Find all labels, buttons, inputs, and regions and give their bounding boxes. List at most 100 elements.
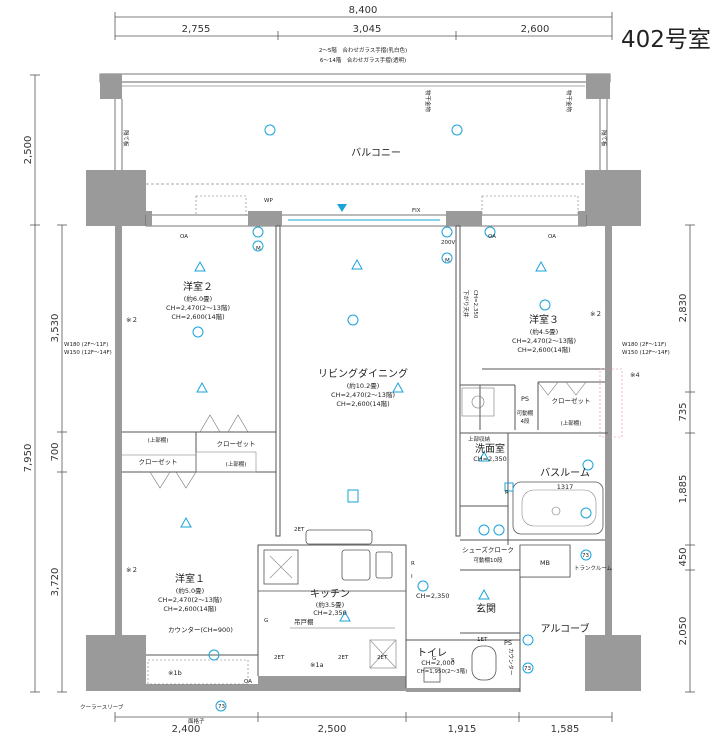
- oa-label-2: OA: [488, 234, 496, 240]
- hoshi-kanamono-2: 物干金物: [565, 90, 573, 113]
- toilet-ch1: CH=2,000: [421, 659, 454, 667]
- balcony-note-2: 6～14階 合わせガラス手摺(透明): [320, 56, 406, 64]
- smoke-detector-icon: [522, 634, 534, 646]
- western2-name: 洋室２: [183, 280, 213, 293]
- bath-fixtures: [461, 387, 604, 535]
- western1-size: (約5.0畳): [176, 586, 204, 595]
- interior-walls: [122, 225, 608, 692]
- dim-bottom-2: 2,500: [318, 724, 347, 735]
- n73-label-3: 73: [524, 666, 531, 672]
- dim-right-4: 450: [678, 547, 689, 566]
- n73-label-2: 73: [218, 704, 225, 710]
- note2-a: ※２: [126, 316, 138, 324]
- toilet-counter: カウンター: [507, 648, 515, 676]
- w-left-1: W180 (2F～11F): [64, 342, 108, 348]
- w-right-1: W180 (2F～11F): [622, 342, 666, 348]
- r-label-1: R: [411, 561, 415, 567]
- shoes-cloak: シューズクローク: [462, 545, 514, 554]
- closet-western3: クローゼット: [552, 396, 591, 405]
- light-icon: [180, 516, 192, 528]
- movable-shelf: 可動棚: [517, 409, 534, 417]
- room-western1: 洋室１ (約5.0畳) CH=2,470(2～13階) CH=2,600(14階…: [158, 572, 222, 613]
- mb-label: MB: [540, 559, 550, 567]
- living-name: リビングダイニング: [318, 367, 408, 380]
- room-washroom: 洗面室 CH=2,350 上部収納: [468, 435, 507, 463]
- outlet-icon: [441, 252, 453, 264]
- dim-left-1: 3,530: [50, 314, 61, 343]
- shoes-cloak-sub: 可動棚10段: [474, 556, 503, 564]
- room-kitchen: キッチン (約3.5畳) CH=2,350 吊戸棚: [294, 588, 350, 626]
- toilet-fixture: [423, 645, 497, 683]
- lattice-label: 面格子: [188, 717, 205, 725]
- smoke-detector-icon: [539, 299, 551, 311]
- intercom-icon: [347, 489, 359, 503]
- western3-ch1: CH=2,470(2～13階): [512, 336, 576, 345]
- v200-label: 200V: [441, 240, 455, 246]
- balcony-note-1: 2～5階 合わせガラス手摺(乳白色): [319, 46, 407, 54]
- bathroom-size: 1317: [557, 483, 574, 491]
- onet-label: 1ET: [477, 637, 488, 643]
- dim-left-2: 700: [50, 442, 61, 461]
- closet-western3-shelf: (上部棚): [561, 419, 582, 427]
- living-ch2: CH=2,600(14階): [336, 399, 389, 408]
- dim-right-2: 735: [678, 402, 689, 421]
- smoke-detector-icon: [347, 314, 359, 326]
- closet-western1: クローゼット: [139, 457, 178, 466]
- western3-size: (約4.5畳): [530, 327, 558, 336]
- cooler-sleeve: クーラースリーブ: [80, 703, 124, 711]
- wp-label: WP: [264, 198, 273, 204]
- washroom-ch: CH=2,350: [473, 455, 506, 463]
- western2-size: (約6.0畳): [184, 294, 212, 303]
- outlet-icon: [252, 240, 264, 252]
- m-label-2: M: [445, 258, 450, 264]
- western1-ch1: CH=2,470(2～13階): [158, 595, 222, 604]
- outlet-icon: [252, 226, 264, 238]
- ps-label-1: PS: [521, 395, 529, 403]
- dim-top-2: 3,045: [353, 24, 382, 35]
- column-top-left: [86, 170, 146, 226]
- note1a: ※1a: [310, 661, 324, 669]
- closet-western2-upper-shelf: (上部棚): [226, 460, 247, 468]
- light-icon: [392, 381, 404, 393]
- r-label-2: R: [505, 490, 509, 496]
- light-icon: [478, 450, 490, 462]
- bath-controller-icon: [580, 507, 592, 519]
- light-icon: [535, 260, 547, 272]
- light-icon: [339, 610, 351, 622]
- western1-ch2: CH=2,600(14階): [163, 604, 216, 613]
- smoke-detector-icon: [417, 580, 429, 592]
- pipe-space-dash: [599, 368, 623, 438]
- trunk-room: トランクルーム: [574, 565, 613, 572]
- n73-label-1: 73: [582, 553, 589, 559]
- washroom-name: 洗面室: [475, 442, 505, 455]
- kitchen-name: キッチン: [310, 588, 350, 600]
- outlet-icon: [215, 700, 227, 712]
- bathroom-name: バスルーム: [540, 467, 590, 479]
- dim-top-1: 2,755: [182, 24, 211, 35]
- partition-right: 隔て板: [600, 130, 608, 147]
- light-icon: [478, 588, 490, 600]
- living-ch1: CH=2,470(2～13階): [331, 390, 395, 399]
- ceiling-down: 下がり天井: [462, 290, 470, 318]
- room-toilet: トイレ CH=2,000 CH=1,950(2～3階) カウンター: [417, 648, 515, 676]
- dim-right-3: 1,885: [678, 475, 689, 504]
- g-label-2: G: [432, 656, 436, 662]
- dim-right-5: 2,050: [678, 617, 689, 646]
- walls: FIX WP: [86, 170, 641, 692]
- dim-bottom-4: 1,585: [551, 724, 580, 735]
- note2-b: ※２: [590, 310, 602, 318]
- western1-name: 洋室１: [175, 572, 205, 585]
- balcony-label: バルコニー: [351, 147, 401, 159]
- alcove-name: アルコーブ: [540, 622, 589, 635]
- kitchen-fixtures: [257, 529, 407, 669]
- closet-western2: [122, 414, 249, 489]
- dim-top-total: 8,400: [349, 5, 378, 16]
- upper-storage: 上部収納: [468, 435, 491, 443]
- balcony: 2～5階 合わせガラス手摺(乳白色) 6～14階 合わせガラス手摺(透明) バル…: [99, 46, 611, 185]
- toilet-name: トイレ: [417, 648, 447, 659]
- icon-labels: OA OA OA OA 200V G G R R I M M 1ET 2ET 2…: [180, 234, 589, 710]
- closet-upper-shelf-left: (上部棚): [148, 436, 169, 444]
- column-bottom-right: [585, 635, 641, 691]
- closet-western3: [537, 381, 587, 396]
- oa-label-4: OA: [244, 679, 252, 685]
